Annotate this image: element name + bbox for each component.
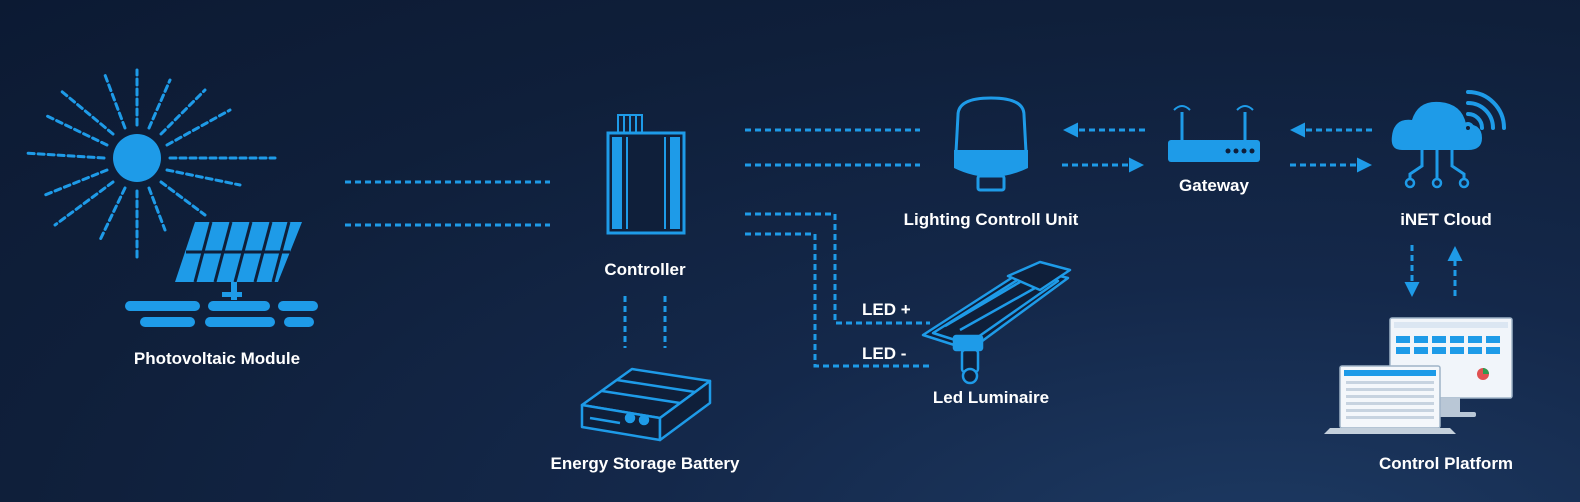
cloud-icon	[1391, 90, 1506, 189]
gateway-label: Gateway	[1179, 176, 1249, 195]
controller-icon	[606, 114, 686, 235]
led-plus-label: LED +	[862, 300, 911, 319]
control-platform-label: Control Platform	[1378, 454, 1514, 473]
lighting-control-unit-icon	[954, 96, 1028, 192]
gateway-cloud-arrows	[1290, 122, 1372, 173]
battery-connection-lines	[623, 296, 667, 348]
inet-cloud-label: iNET Cloud	[1400, 210, 1492, 229]
lcu-gateway-arrows	[1062, 122, 1145, 173]
lighting-control-unit-label: Lighting Controll Unit	[903, 210, 1079, 229]
luminaire-icon	[921, 260, 1072, 385]
controller-label: Controller	[604, 260, 686, 279]
led-minus-label: LED -	[862, 344, 907, 363]
led-luminaire-label: Led Luminaire	[932, 388, 1050, 407]
sun-icon	[23, 68, 277, 262]
router-icon	[1168, 105, 1260, 162]
cloud-platform-arrows	[1404, 245, 1463, 297]
controller-output-lines	[745, 128, 930, 368]
solar-panel-icon	[125, 221, 318, 327]
energy-storage-battery-label: Energy Storage Battery	[550, 454, 740, 473]
pv-connection-lines	[345, 180, 550, 227]
battery-icon	[580, 367, 712, 442]
photovoltaic-module-label: Photovoltaic Module	[133, 349, 301, 368]
laptop-icon	[1324, 365, 1456, 434]
